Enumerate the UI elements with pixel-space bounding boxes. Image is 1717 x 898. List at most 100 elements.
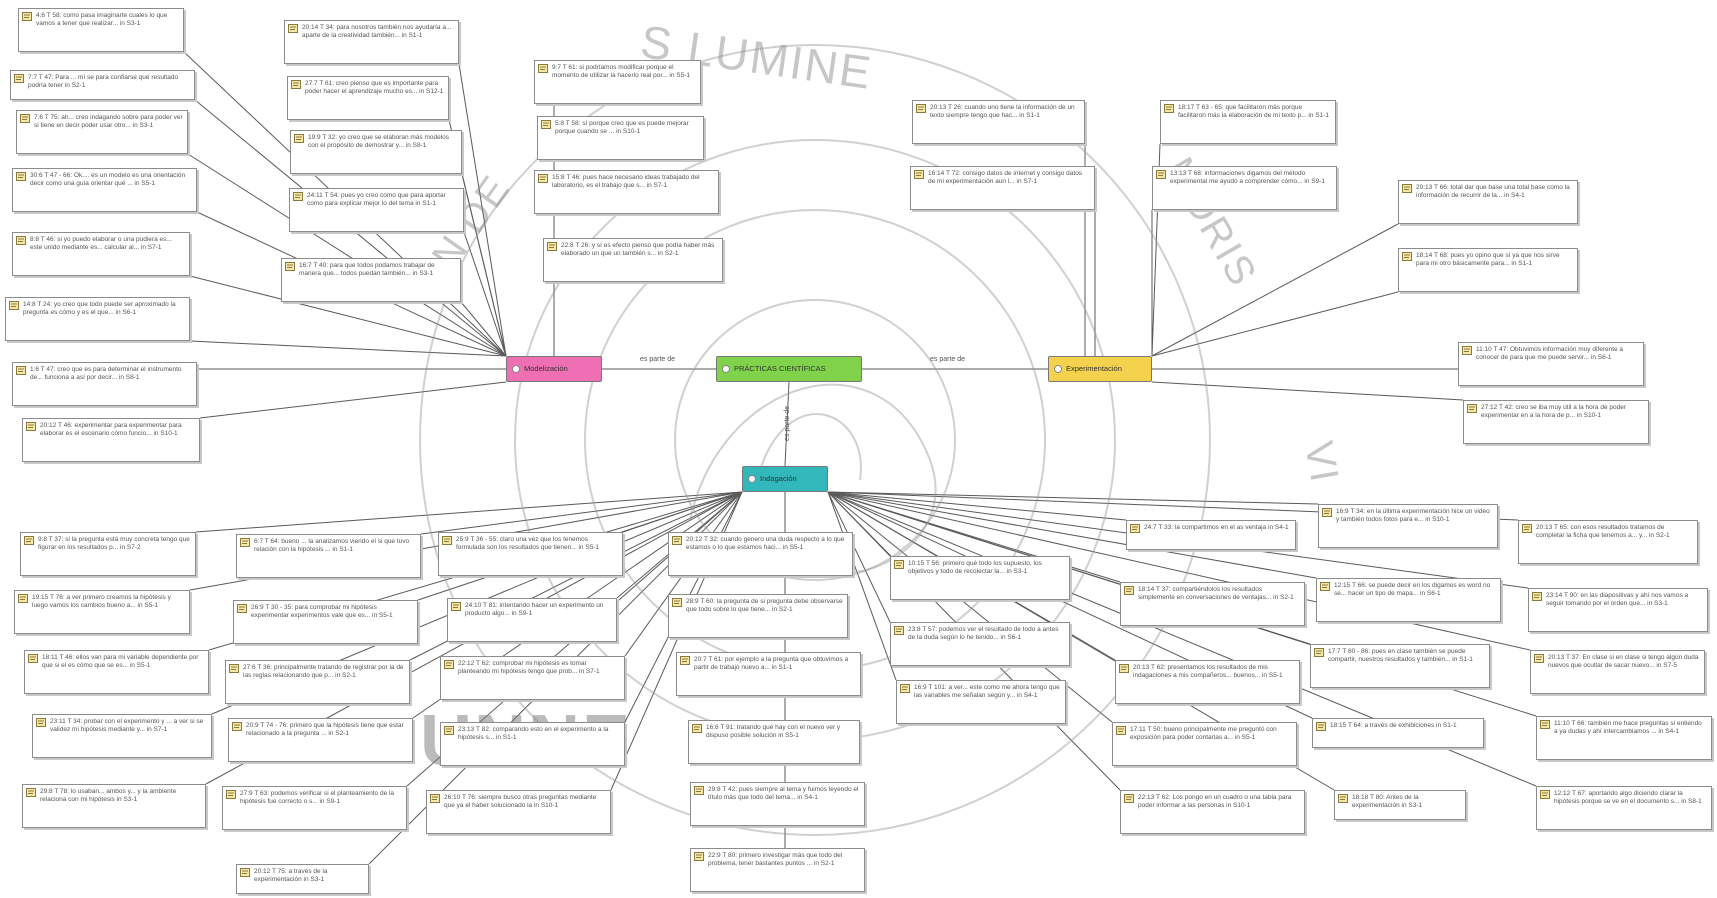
quotation-note[interactable]: 12:12 T 67: aportando algo diciendo clar…: [1536, 786, 1712, 830]
quotation-icon: [916, 104, 926, 113]
quotation-note[interactable]: 23:11 T 34: probar con el experimento y …: [32, 714, 212, 758]
quotation-note[interactable]: 26:10 T 76: siempre busco otras pregunta…: [426, 790, 611, 834]
quotation-note[interactable]: 10:15 T 56: primero qué todo los supuest…: [890, 556, 1070, 600]
quotation-note[interactable]: 30:6 T 47 - 66: Ok.... es un modelo es u…: [12, 168, 197, 212]
quotation-note[interactable]: 19:15 T 76: a ver primero creamos la hip…: [14, 590, 190, 634]
connector-line: [827, 491, 1317, 579]
quotation-note[interactable]: 24:7 T 33: la compartimos en el as venta…: [1126, 520, 1296, 550]
quotation-note[interactable]: 20:12 T 46: experimentar para experiment…: [22, 418, 200, 462]
quotation-text: 25:9 T 36 - 55: claro una vez que los te…: [456, 536, 600, 551]
quotation-note[interactable]: 23:13 T 82: comparando esto en el experi…: [440, 722, 625, 766]
quotation-note[interactable]: 11:10 T 66: también me hace preguntas si…: [1536, 716, 1712, 760]
quotation-icon: [1316, 722, 1326, 731]
quotation-note[interactable]: 18:15 T 64: a través de exhibiciones in …: [1312, 718, 1484, 748]
quotation-note[interactable]: 20:12 T 75: a través de la experimentaci…: [236, 864, 369, 894]
quotation-note[interactable]: 7:6 T 75: ah... creo indagando sobre par…: [16, 110, 188, 154]
quotation-note[interactable]: 20:14 T 34: para nosotros también nos ay…: [284, 20, 459, 64]
quotation-note[interactable]: 9:8 T 37: si la pregunta está muy concre…: [20, 532, 196, 576]
code-node-inquiry[interactable]: Indagación: [742, 466, 828, 492]
quotation-icon: [1534, 654, 1544, 663]
quotation-note[interactable]: 20:13 T 37: En clase si en clase si teng…: [1530, 650, 1705, 694]
quotation-note[interactable]: 22:12 T 62: comprobar mi hipótesis es to…: [440, 656, 625, 700]
quotation-note[interactable]: 22:13 T 62: Los pongo en un cuadro o una…: [1120, 790, 1305, 834]
quotation-note[interactable]: 15:8 T 46: pues hace necesario ideas tra…: [534, 170, 719, 214]
quotation-note[interactable]: 16:6 T 91: tratando qué hay con el nuevo…: [688, 720, 860, 764]
quotation-note[interactable]: 23:14 T 90: en las diapositivas y ahí no…: [1528, 588, 1708, 632]
quotation-icon: [1532, 592, 1542, 601]
quotation-note[interactable]: 7:7 T 47: Para ... mí se para confiarse …: [10, 70, 195, 100]
quotation-text: 24:11 T 54: pues yo creo como que para a…: [307, 192, 446, 207]
quotation-note[interactable]: 12:15 T 66: se puede decir en los digamo…: [1316, 578, 1501, 622]
quotation-note[interactable]: 18:17 T 63 - 65: que facilitaron más por…: [1160, 100, 1336, 144]
quotation-note[interactable]: 24:10 T 81: intentando hacer un experime…: [447, 598, 617, 642]
quotation-note[interactable]: 18:14 T 37: compartiéndolos los resultad…: [1120, 582, 1305, 626]
quotation-icon: [451, 602, 461, 611]
quotation-icon: [1462, 346, 1472, 355]
quotation-note[interactable]: 20:13 T 62: presentamos los resultados d…: [1115, 660, 1300, 704]
quotation-text: 24:7 T 33: la compartimos en el as venta…: [1144, 524, 1289, 531]
quotation-text: 28:9 T 60: la pregunta de si pregunta de…: [686, 598, 843, 613]
quotation-note[interactable]: 20:7 T 61: por ejemplo a la pregunta que…: [676, 652, 861, 696]
quotation-icon: [237, 604, 247, 613]
code-node-modelling[interactable]: Modelización: [506, 356, 602, 382]
quotation-note[interactable]: 17:11 T 50: bueno principalmente me preg…: [1112, 722, 1297, 766]
quotation-text: 16:7 T 40: para que todos podamos trabaj…: [299, 262, 435, 277]
quotation-note[interactable]: 16:9 T 34: en la última experimentación …: [1318, 504, 1498, 548]
quotation-text: 22:12 T 62: comprobar mi hipótesis es to…: [458, 660, 600, 675]
quotation-icon: [430, 794, 440, 803]
quotation-note[interactable]: 29:8 T 42: pues siempre al tema y fuimos…: [690, 782, 865, 826]
quotation-note[interactable]: 24:11 T 54: pues yo creo como que para a…: [289, 188, 464, 232]
connector-line: [189, 275, 507, 357]
quotation-note[interactable]: 11:10 T 47: Obtuvimos información muy di…: [1458, 342, 1644, 386]
quotation-note[interactable]: 19:9 T 32: yo creo que se elaboran más m…: [290, 130, 462, 174]
quotation-note[interactable]: 27:12 T 42: creo se iba muy útil a la ho…: [1463, 400, 1649, 444]
quotation-note[interactable]: 27:9 T 63: podemos verificar si el plant…: [222, 786, 407, 830]
quotation-icon: [28, 654, 38, 663]
code-node-experimentation[interactable]: Experimentación: [1048, 356, 1152, 382]
quotation-note[interactable]: 5:8 T 58: sí porque creo que es puede me…: [537, 116, 704, 160]
quotation-note[interactable]: 25:9 T 36 - 55: claro una vez que los te…: [438, 532, 623, 576]
quotation-icon: [14, 74, 24, 83]
connector-line: [463, 231, 507, 357]
quotation-note[interactable]: 20:13 T 26: cuando uno tiene la informac…: [912, 100, 1085, 144]
quotation-note[interactable]: 8:8 T 46: si yo puedo elaborar o una pud…: [12, 232, 190, 276]
code-node-practices[interactable]: PRÁCTICAS CIENTÍFICAS: [716, 356, 862, 382]
quotation-note[interactable]: 16:9 T 101: a ver... este como me ahora …: [896, 680, 1066, 724]
quotation-text: 19:9 T 32: yo creo que se elaboran más m…: [308, 134, 450, 149]
quotation-text: 17:11 T 50: bueno principalmente me preg…: [1130, 726, 1277, 741]
quotation-note[interactable]: 18:14 T 68: pues yo opino que sí ya que …: [1398, 248, 1578, 292]
quotation-note[interactable]: 20:13 T 66: total dar que base una total…: [1398, 180, 1578, 224]
quotation-note[interactable]: 18:11 T 46: ellos van para mi variable d…: [24, 650, 209, 694]
quotation-note[interactable]: 6:7 T 64: bueno ... la analizamos viendo…: [236, 534, 421, 578]
quotation-note[interactable]: 18:18 T 80: Antes de la experimentación …: [1334, 790, 1466, 820]
code-label: Experimentación: [1066, 364, 1122, 373]
quotation-note[interactable]: 17:7 T 80 - 86: pues en clase también se…: [1310, 644, 1490, 688]
quotation-note[interactable]: 27:7 T 61: creo pienso que es importante…: [287, 76, 449, 120]
quotation-note[interactable]: 26:9 T 30 - 35: para comprobar mi hipóte…: [233, 600, 418, 644]
quotation-text: 22:13 T 62: Los pongo en un cuadro o una…: [1138, 794, 1292, 809]
quotation-text: 11:10 T 47: Obtuvimos información muy di…: [1476, 346, 1624, 361]
quotation-note[interactable]: 27:6 T 36: principalmente tratando de re…: [225, 660, 410, 704]
quotation-icon: [294, 134, 304, 143]
quotation-text: 16:9 T 101: a ver... este como me ahora …: [914, 684, 1060, 699]
quotation-note[interactable]: 20:9 T 74 - 76: primero que la hipótesis…: [228, 718, 413, 762]
quotation-note[interactable]: 20:12 T 32: cuando genero una duda respe…: [668, 532, 853, 576]
quotation-note[interactable]: 16:7 T 40: para que todos podamos trabaj…: [281, 258, 461, 302]
quotation-note[interactable]: 29:8 T 78: lo usaban... ambos y... y la …: [22, 784, 206, 828]
quotation-note[interactable]: 22:8 T 26: y sí es efecto pienso que pod…: [543, 238, 723, 282]
quotation-text: 7:7 T 47: Para ... mí se para confiarse …: [28, 74, 179, 89]
connector-line: [458, 63, 507, 357]
connector-line: [1151, 223, 1399, 357]
quotation-note[interactable]: 16:14 T 72: consigo datos de internet y …: [910, 166, 1095, 210]
quotation-note[interactable]: 1:6 T 47: creo que es para determinar el…: [12, 362, 197, 406]
quotation-note[interactable]: 20:13 T 65: con esos resultados tratamos…: [1518, 520, 1698, 564]
quotation-note[interactable]: 4:6 T 58: como pasa imaginarte cuales lo…: [18, 8, 184, 52]
quotation-note[interactable]: 28:9 T 60: la pregunta de si pregunta de…: [668, 594, 848, 638]
connector-line: [827, 491, 891, 623]
quotation-note[interactable]: 23:8 T 57: podemos ver el resultado de t…: [890, 622, 1070, 666]
quotation-note[interactable]: 13:13 T 68: informaciones digamos del mé…: [1152, 166, 1337, 210]
quotation-note[interactable]: 9:7 T 61: si podríamos modificar porque …: [534, 60, 701, 104]
quotation-note[interactable]: 22:9 T 80: primero investigar más que to…: [690, 848, 865, 892]
quotation-note[interactable]: 14:8 T 24: yo creo que todo puede ser ap…: [5, 297, 190, 341]
